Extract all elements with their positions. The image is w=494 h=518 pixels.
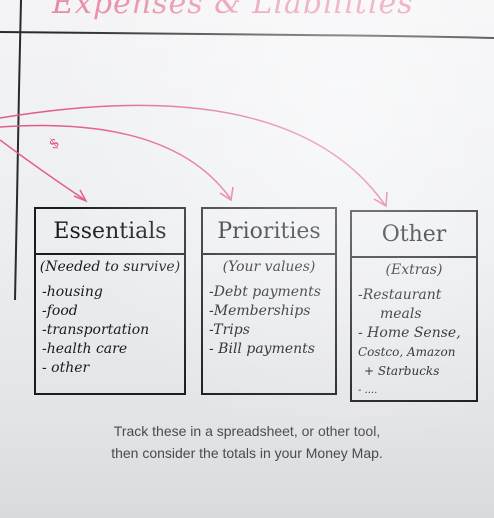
left-vertical-line bbox=[14, 0, 22, 301]
list-item: -food bbox=[42, 303, 78, 319]
list-item: -Debt payments bbox=[209, 284, 321, 300]
list-item: - Bill payments bbox=[209, 341, 315, 357]
board-title: Expenses & Liabilities bbox=[52, 0, 414, 21]
priorities-list: -Debt payments -Memberships -Trips - Bil… bbox=[209, 283, 333, 359]
other-box: Other (Extras) -Restaurant meals - Home … bbox=[350, 210, 478, 402]
pink-dollar-label: $ bbox=[46, 135, 62, 153]
list-item: meals bbox=[380, 306, 422, 322]
essentials-subheading: (Needed to survive) bbox=[39, 259, 181, 275]
list-item: -Trips bbox=[209, 322, 250, 338]
other-heading: Other bbox=[352, 212, 476, 258]
priorities-box: Priorities (Your values) -Debt payments … bbox=[201, 207, 337, 395]
essentials-list: -housing -food -transportation -health c… bbox=[42, 283, 182, 378]
essentials-heading: Essentials bbox=[36, 209, 184, 255]
list-item: -housing bbox=[42, 284, 103, 300]
essentials-box: Essentials (Needed to survive) -housing … bbox=[34, 207, 186, 395]
other-subheading: (Extras) bbox=[385, 262, 443, 278]
list-item: - other bbox=[42, 360, 90, 376]
pink-arrow-to-priorities bbox=[0, 124, 231, 199]
list-item: + Starbucks bbox=[364, 364, 440, 378]
pink-arrow-to-other bbox=[0, 104, 386, 206]
priorities-subheading: (Your values) bbox=[222, 259, 316, 275]
priorities-heading: Priorities bbox=[203, 209, 335, 255]
caption-line-1: Track these in a spreadsheet, or other t… bbox=[113, 423, 381, 439]
list-item: - Home Sense, bbox=[358, 325, 461, 341]
list-item: -health care bbox=[42, 341, 128, 357]
pink-arrow-to-essentials bbox=[0, 139, 86, 201]
list-item: -transportation bbox=[42, 322, 150, 338]
list-item: - .... bbox=[358, 385, 378, 396]
caption-line-2: then consider the totals in your Money M… bbox=[111, 445, 383, 461]
list-item: Costco, Amazon bbox=[358, 345, 456, 359]
other-list: -Restaurant meals - Home Sense, Costco, … bbox=[358, 286, 474, 400]
title-underline bbox=[0, 31, 494, 39]
caption: Track these in a spreadsheet, or other t… bbox=[0, 420, 494, 464]
list-item: -Memberships bbox=[209, 303, 311, 319]
list-item: -Restaurant bbox=[358, 287, 442, 303]
